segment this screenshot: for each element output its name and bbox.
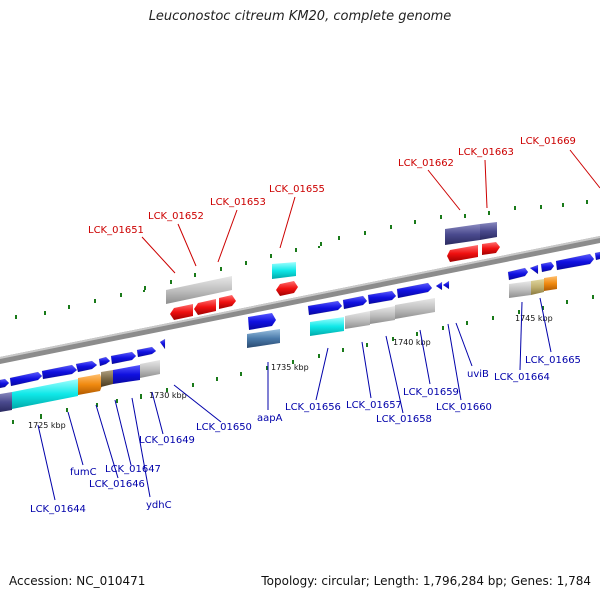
gene-label-LCK_01653: LCK_01653 <box>210 197 266 208</box>
gene-label-LCK_01652: LCK_01652 <box>148 211 204 222</box>
gene-label-LCK_01663: LCK_01663 <box>458 147 514 158</box>
upper-callout-lines <box>141 149 600 274</box>
lower-callout-lines <box>37 297 552 501</box>
gene-label-LCK_01656: LCK_01656 <box>285 402 341 413</box>
tick-label-1735: 1735 kbp <box>271 363 309 372</box>
topology-text: Topology: circular; Length: 1,796,284 bp… <box>261 574 591 588</box>
tick-label-1740: 1740 kbp <box>393 338 431 347</box>
gene-label-LCK_01646: LCK_01646 <box>89 479 145 490</box>
tick-label-1730: 1730 kbp <box>149 391 187 400</box>
gene-label-aapA: aapA <box>257 413 283 424</box>
upper-gene-labels: LCK_01651 LCK_01652 LCK_01653 LCK_01655 … <box>88 136 576 236</box>
scale-labels: 1725 kbp 1730 kbp 1735 kbp 1740 kbp 1745… <box>28 314 553 430</box>
accession-text: Accession: NC_010471 <box>9 574 146 588</box>
second-track-genes <box>0 276 557 412</box>
gene-label-fumC: fumC <box>70 467 97 478</box>
outer-tick-track <box>15 200 588 319</box>
gene-label-LCK_01665: LCK_01665 <box>525 355 581 366</box>
tick-label-1745: 1745 kbp <box>515 314 553 323</box>
gene-label-LCK_01647: LCK_01647 <box>105 464 161 475</box>
gene-label-LCK_01659: LCK_01659 <box>403 387 459 398</box>
upper-genes <box>166 222 500 320</box>
forward-strand-genes <box>0 251 600 389</box>
gene-label-LCK_01651: LCK_01651 <box>88 225 144 236</box>
gene-label-LCK_01664: LCK_01664 <box>494 372 550 383</box>
gene-label-LCK_01655: LCK_01655 <box>269 184 325 195</box>
inner-tick-track <box>12 295 594 424</box>
gene-label-LCK_01660: LCK_01660 <box>436 402 492 413</box>
gene-label-LCK_01657: LCK_01657 <box>346 400 402 411</box>
gene-label-LCK_01662: LCK_01662 <box>398 158 454 169</box>
gene-label-LCK_01658: LCK_01658 <box>376 414 432 425</box>
gene-label-LCK_01669: LCK_01669 <box>520 136 576 147</box>
gene-label-LCK_01649: LCK_01649 <box>139 435 195 446</box>
gene-label-ydhC: ydhC <box>146 500 172 511</box>
lower-gene-labels: LCK_01644 fumC LCK_01646 LCK_01647 ydhC … <box>30 355 581 515</box>
tick-label-1725: 1725 kbp <box>28 421 66 430</box>
map-title: Leuconostoc citreum KM20, complete genom… <box>148 9 452 24</box>
genome-backbone <box>0 236 600 364</box>
gene-label-LCK_01644: LCK_01644 <box>30 504 86 515</box>
gene-label-uviB: uviB <box>467 369 489 380</box>
gene-label-LCK_01650: LCK_01650 <box>196 422 252 433</box>
